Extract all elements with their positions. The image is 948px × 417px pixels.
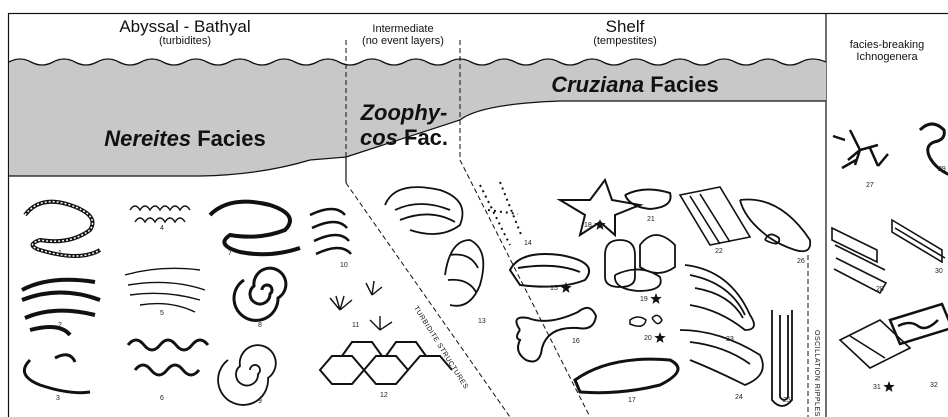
trace-23-rhizocorallium [685, 265, 754, 330]
zone-header-intermediate: Intermediate (no event layers) [344, 24, 462, 47]
boundary-slope-right [460, 160, 590, 417]
trace-19-cylinder [605, 235, 675, 291]
zone-subtitle-shelf: (tempestites) [560, 36, 690, 48]
zoophycos-line2-rest: Fac. [398, 125, 448, 150]
trace-9-spiral [218, 345, 276, 405]
cruziana-rest: Facies [644, 72, 719, 97]
trace-26-tube [740, 200, 810, 252]
zone-header-breaking: facies-breaking Ichnogenera [828, 40, 946, 63]
oscillation-ripples-label: OSCILLATION RIPPLES [813, 330, 820, 417]
trace-10-arcs [310, 209, 351, 254]
trace-number-10: 10 [340, 262, 348, 269]
trace-number-20: 20 [644, 335, 652, 342]
trace-17-trail [575, 359, 678, 393]
trace-number-26: 26 [797, 258, 805, 265]
trace-number-31: 31 [873, 384, 881, 391]
trace-6-wavy [128, 340, 208, 375]
trace-13-zoophycos [385, 187, 483, 306]
trace-number-24: 24 [735, 394, 743, 401]
zone-title-abyssal: Abyssal - Bathyal [90, 18, 280, 36]
star-icon-trace-20 [654, 332, 665, 343]
trace-12-honeycomb [320, 342, 452, 384]
facies-label-zoophycos: Zoophy- cos Fac. [348, 100, 460, 151]
trace-20-pellets [630, 315, 662, 326]
trace-number-18: 18 [584, 222, 592, 229]
trace-3-curve [24, 355, 90, 393]
trace-14-tracks [480, 182, 522, 245]
zone-header-shelf: Shelf (tempestites) [560, 18, 690, 47]
zoophycos-line2-italic: cos [360, 125, 398, 150]
trace-24-fan [680, 330, 763, 385]
trace-number-21: 21 [647, 216, 655, 223]
trace-number-19: 19 [640, 296, 648, 303]
trace-number-32: 32 [930, 382, 938, 389]
trace-number-2: 2 [58, 322, 62, 329]
trace-number-25: 25 [783, 397, 791, 404]
trace-number-29: 29 [938, 166, 946, 173]
facies-label-cruziana: Cruziana Facies [520, 72, 750, 97]
trace-22-tube [680, 187, 750, 245]
zoophycos-line1: Zoophy- [361, 100, 448, 125]
trace-7-meander [210, 202, 300, 255]
trace-number-13: 13 [478, 318, 486, 325]
cruziana-italic: Cruziana [551, 72, 644, 97]
trace-number-12: 12 [380, 392, 388, 399]
zone-title-shelf: Shelf [560, 18, 690, 36]
trace-number-30: 30 [935, 268, 943, 275]
boundary-slope-left [346, 183, 510, 417]
facies-label-nereites: Nereites Facies [80, 126, 290, 151]
star-icon-trace-18 [594, 219, 605, 230]
trace-number-1: 1 [58, 250, 62, 257]
trace-number-27: 27 [866, 182, 874, 189]
trace-27-chondrites [833, 130, 888, 168]
zone-subtitle-intermediate: (no event layers) [344, 36, 462, 48]
zone-subtitle-breaking: Ichnogenera [828, 52, 946, 64]
trace-number-17: 17 [628, 397, 636, 404]
trace-1-meander [25, 202, 100, 256]
trace-8-spiral [234, 268, 286, 320]
trace-number-3: 3 [56, 395, 60, 402]
zone-title-intermediate: Intermediate [344, 24, 462, 36]
star-icon-trace-19 [650, 293, 661, 304]
trace-number-8: 8 [258, 322, 262, 329]
trace-number-4: 4 [160, 225, 164, 232]
trace-25-u-burrow [772, 310, 792, 406]
trace-5-threads [125, 268, 205, 312]
star-icon-trace-31 [883, 381, 894, 392]
trace-32-slab [890, 304, 948, 344]
trace-number-14: 14 [524, 240, 532, 247]
zone-header-abyssal: Abyssal - Bathyal (turbidites) [90, 18, 280, 47]
trace-number-28: 28 [876, 286, 884, 293]
trace-number-11: 11 [352, 322, 359, 329]
trace-30-tube [892, 220, 945, 262]
trace-number-5: 5 [160, 310, 164, 317]
zone-subtitle-abyssal: (turbidites) [90, 36, 280, 48]
trace-number-7: 7 [228, 250, 232, 257]
nereites-rest: Facies [191, 126, 266, 151]
star-markers [560, 219, 894, 392]
trace-number-23: 23 [726, 336, 734, 343]
zone-title-breaking: facies-breaking [828, 40, 946, 52]
trace-16-thalassinoides [516, 308, 596, 362]
trace-11-tufts [330, 281, 392, 330]
trace-number-6: 6 [160, 395, 164, 402]
trace-number-9: 9 [258, 398, 262, 405]
trace-number-22: 22 [715, 248, 723, 255]
trace-number-16: 16 [572, 338, 580, 345]
trace-4-branching [130, 206, 190, 222]
trace-number-15: 15 [550, 285, 558, 292]
nereites-italic: Nereites [104, 126, 191, 151]
trace-28-tubes [832, 228, 886, 293]
trace-21-burrow [625, 189, 671, 209]
